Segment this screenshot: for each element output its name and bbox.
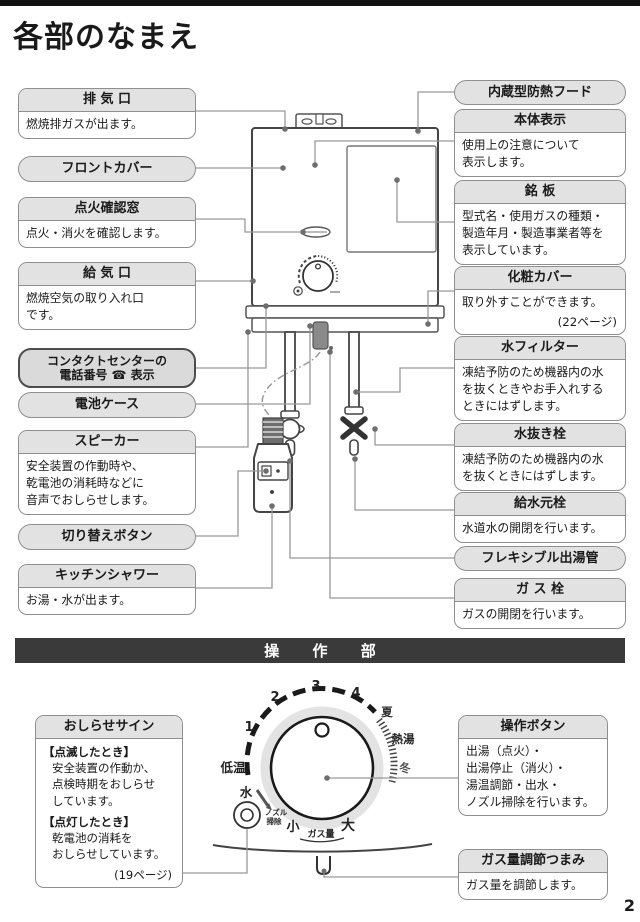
label-title: 給水元栓 <box>455 493 625 517</box>
top-black-bar <box>0 0 640 6</box>
dial-label-winter: 冬 <box>399 761 411 775</box>
label-desc: ガスの開閉を行います。 <box>462 607 591 622</box>
label-desc: ガス量を調節します。 <box>466 878 583 893</box>
flexible-hose-path <box>261 351 321 418</box>
blink-text: 安全装置の作動か、 点検時期をおしらせ しています。 <box>52 761 156 808</box>
blink-heading: 【点滅したとき】 <box>43 745 135 760</box>
label-air-intake: 給 気 口 燃焼空気の取り入れ口 です。 <box>18 262 196 330</box>
page-number: 2 <box>623 896 635 915</box>
label-contact-center-number: コンタクトセンターの 電話番号 ☎ 表示 <box>18 348 196 388</box>
kitchen-shower <box>253 417 293 513</box>
label-desc: 水道水の開閉を行います。 <box>462 521 603 536</box>
label-title: キッチンシャワー <box>19 565 195 589</box>
label-title: 水フィルター <box>455 337 625 361</box>
bottom-ledge <box>245 305 445 319</box>
label-desc: 使用上の注意について 表示します。 <box>462 138 580 169</box>
label-title: ガ ス 栓 <box>455 579 625 603</box>
label-desc: お湯・水が出ます。 <box>26 593 131 608</box>
temperature-range-arc <box>376 717 398 783</box>
operation-dial: 1 2 3 4 低温 夏 熱湯 冬 水 ノズル 掃除 小 大 ガス量 <box>212 679 433 876</box>
flexible-outlet-pipe <box>275 331 305 457</box>
label-kitchen-shower: キッチンシャワー お湯・水が出ます。 <box>18 564 196 615</box>
section-title-operation: 操 作 部 <box>15 638 625 663</box>
nozzle-label-2: 掃除 <box>267 816 282 826</box>
label-nameplate: 銘 板 型式名・使用ガスの種類・ 製造年月・製造事業者等を 表示しています。 <box>454 180 626 265</box>
label-title: スピーカー <box>19 431 195 455</box>
label-desc: 燃焼空気の取り入れ口 です。 <box>26 291 144 322</box>
water-inlet-pipe <box>340 331 368 456</box>
label-title: おしらせサイン <box>36 716 182 740</box>
light-text: 乾電池の消耗を おしらせしています。 <box>52 830 166 861</box>
dial-label-low-temp: 低温 <box>219 760 246 775</box>
dial-label-water: 水 <box>240 785 253 800</box>
label-title: 銘 板 <box>455 181 625 205</box>
gas-adjust-knob-box: ガス量調節つまみ ガス量を調節します。 <box>458 849 608 900</box>
label-title: 給 気 口 <box>19 263 195 287</box>
label-title: 排 気 口 <box>19 89 195 113</box>
label-desc: 凍結予防のため機器内の水 を抜くときやお手入れする ときにはずします。 <box>462 365 604 413</box>
nameplate-area <box>346 145 437 253</box>
unit-bottom-edge <box>212 843 433 853</box>
gas-small-label: 小 <box>286 820 299 835</box>
page-title: 各部のなまえ <box>13 20 199 55</box>
gas-large-label: 大 <box>341 817 355 834</box>
label-title: 水抜き栓 <box>455 424 625 448</box>
dial-tick-3: 3 <box>311 679 320 694</box>
callout-lines <box>183 91 458 878</box>
water-arrowhead <box>266 803 272 810</box>
label-speaker: スピーカー 安全装置の作動時や、 乾電池の消耗時などに 音声でおしらせします。 <box>18 430 196 515</box>
label-battery-case: 電池ケース <box>18 392 196 418</box>
dial-tick-2: 2 <box>270 690 279 705</box>
label-page-ref: (22ページ) <box>557 315 617 329</box>
label-water-filter: 水フィルター 凍結予防のため機器内の水 を抜くときやお手入れする ときにはずしま… <box>454 336 626 421</box>
cosmetic-cover-band <box>251 317 439 333</box>
light-heading: 【点灯したとき】 <box>43 814 135 829</box>
label-desc: 燃焼排ガスが出ます。 <box>26 117 143 132</box>
label-desc: 点火・消火を確認します。 <box>26 226 167 241</box>
heater-diagram <box>245 113 445 513</box>
nozzle-label-1: ノズル <box>265 807 288 817</box>
label-body-display: 本体表示 使用上の注意について 表示します。 <box>454 109 626 177</box>
label-title: 点火確認窓 <box>19 198 195 222</box>
label-desc: 出湯（点火）・ 出湯停止（消火）・ 湯温調節・出水・ ノズル掃除を行います。 <box>466 744 595 809</box>
label-flexible-outlet-pipe: フレキシブル出湯管 <box>454 546 626 571</box>
label-cosmetic-cover: 化粧カバー 取り外すことができます。 (22ページ) <box>454 266 626 335</box>
label-desc: 型式名・使用ガスの種類・ 製造年月・製造事業者等を 表示しています。 <box>462 209 604 257</box>
label-title: 本体表示 <box>455 110 625 134</box>
notice-sign-body: 【点滅したとき】 安全装置の作動か、 点検時期をおしらせ しています。 【点灯し… <box>36 739 182 887</box>
dial-tick-1: 1 <box>244 720 253 735</box>
operation-button-box: 操作ボタン 出湯（点火）・ 出湯停止（消火）・ 湯温調節・出水・ ノズル掃除を行… <box>458 715 608 817</box>
callout-dots <box>245 126 431 874</box>
label-water-supply-valve: 給水元栓 水道水の開閉を行います。 <box>454 492 626 543</box>
dial-label-hot-water: 熱湯 <box>392 732 415 746</box>
label-title: 化粧カバー <box>455 267 625 291</box>
label-switch-button: 切り替えボタン <box>18 524 196 550</box>
front-dial <box>293 255 340 296</box>
label-drain-plug: 水抜き栓 凍結予防のため機器内の水 を抜くときにはずします。 <box>454 423 626 491</box>
label-title: 操作ボタン <box>459 716 607 740</box>
label-exhaust-port: 排 気 口 燃焼排ガスが出ます。 <box>18 88 196 139</box>
label-desc: 安全装置の作動時や、 乾電池の消耗時などに 音声でおしらせします。 <box>26 459 155 507</box>
gas-connection-stub <box>312 321 329 350</box>
label-desc: 凍結予防のため機器内の水 を抜くときにはずします。 <box>462 452 604 483</box>
notice-page-ref: (19ページ) <box>114 867 172 882</box>
gas-amount-arc <box>299 837 345 843</box>
label-ignition-window: 点火確認窓 点火・消火を確認します。 <box>18 197 196 248</box>
label-title: ガス量調節つまみ <box>459 850 607 874</box>
dial-label-summer: 夏 <box>381 705 393 719</box>
dial-tick-4: 4 <box>351 686 360 701</box>
label-heat-shield-hood: 内蔵型防熱フード <box>454 80 626 105</box>
notice-sign-box: おしらせサイン 【点滅したとき】 安全装置の作動か、 点検時期をおしらせ してい… <box>35 715 183 888</box>
label-front-cover: フロントカバー <box>18 156 196 182</box>
label-desc: 取り外すことができます。 <box>462 295 603 310</box>
gas-amount-label: ガス量 <box>307 828 334 840</box>
dial-scale-arc <box>244 686 377 776</box>
label-gas-valve: ガ ス 栓 ガスの開閉を行います。 <box>454 578 626 629</box>
